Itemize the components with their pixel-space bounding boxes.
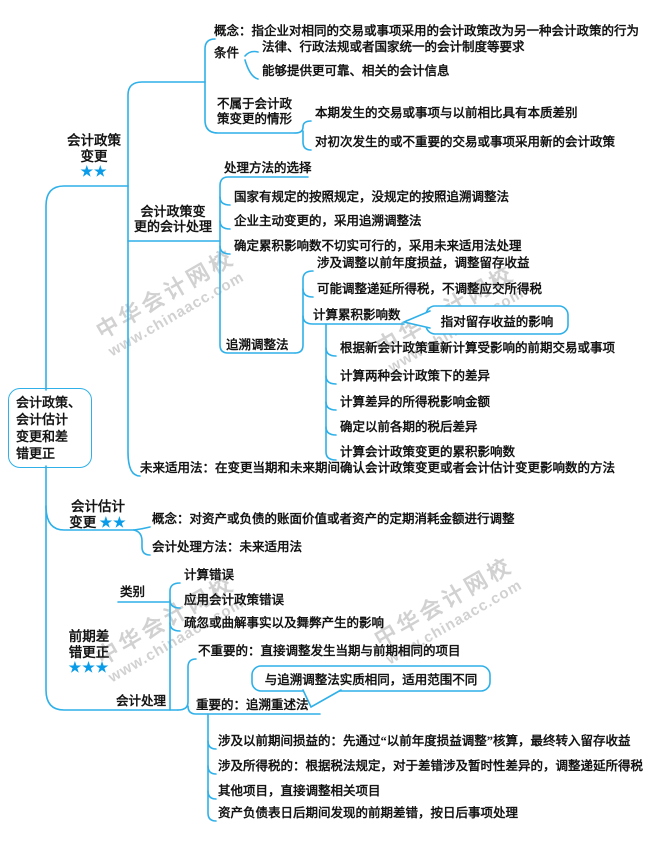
category-2-stub	[169, 599, 181, 609]
policy-condition-1: 法律、行政法规或者国家统一的会计制度等要求	[262, 39, 525, 54]
estimate-treatment: 会计处理方法：未来适用法	[152, 539, 303, 554]
retro-step-3-stub	[325, 401, 337, 411]
method-choice-2: 企业主动变更的，采用追溯调整法	[234, 213, 422, 228]
estimate-branch-connector	[45, 505, 135, 531]
error-major-1: 涉及以前期间损益的：先通过“以前年度损益调整”核算，最终转入留存收益	[218, 733, 631, 748]
error-category-2: 应用会计政策错误	[184, 592, 285, 607]
estimate-treatment-stub	[133, 529, 151, 556]
error-major-4: 资产负债表日后期间发现的前期差错，按日后事项处理	[218, 805, 519, 820]
error-major: 重要的：追溯重述法	[196, 697, 309, 712]
estimate-concept-stub	[133, 526, 151, 531]
retro-2-stub	[302, 288, 314, 298]
policy-stars: ★★	[80, 165, 108, 180]
excluded-stub	[204, 81, 296, 134]
retro-step-1: 根据新会计政策重新计算受影响的前期交易或事项	[340, 340, 616, 355]
estimate-concept: 概念：对资产或负债的账面价值或者资产的定期消耗金额进行调整	[152, 511, 515, 526]
retro-steps-trunk	[325, 323, 337, 461]
branch-estimate-label: 会计估计 变更 ★★	[69, 499, 127, 531]
method-2-stub	[219, 220, 231, 230]
minor-stub	[177, 658, 197, 711]
category-3-stub	[169, 622, 181, 632]
root-node: 会计政策、 会计估计 变更和差 错更正	[8, 388, 92, 468]
error-minor: 不重要的：直接调整发生当期与前期相同的项目	[198, 643, 461, 658]
method-choice-label: 处理方法的选择	[224, 160, 312, 175]
retro-note-tail	[401, 310, 431, 329]
branch-policy-label: 会计政策 变更 ★★	[58, 133, 130, 181]
excluded-1-stub	[294, 120, 312, 134]
major-1-stub	[207, 740, 217, 750]
retro-3-underline	[302, 315, 405, 325]
root-line: 会计政策、	[16, 395, 82, 410]
major-trunk	[207, 713, 217, 822]
error-major-3: 其他项目，直接调整相关项目	[218, 783, 381, 798]
major-note-tail	[302, 689, 342, 709]
error-stars: ★★★	[68, 661, 110, 676]
error-treatment-label: 会计处理	[116, 693, 167, 708]
estimate-stars: ★★	[99, 516, 127, 531]
retro-3: 计算累积影响数	[313, 307, 401, 322]
retro-1: 涉及调整以前年度损益，调整留存收益	[317, 255, 530, 270]
retro-step-3: 计算差异的所得税影响金额	[340, 394, 491, 409]
method-choice-3: 确定累积影响数不切实可行的，采用未来适用法处理	[234, 238, 522, 253]
method-choice-1: 国家有规定的按照规定，没规定的按照追溯调整法	[234, 189, 510, 204]
retro-note: 指对留存收益的影响	[440, 314, 554, 329]
retro-label: 追溯调整法	[226, 337, 289, 352]
error-category-label: 类别	[120, 584, 146, 599]
error-category-3: 疏忽或曲解事实以及舞弊产生的影响	[184, 615, 385, 630]
policy-excluded-2: 对初次发生的或不重要的交易或事项采用新的会计政策	[315, 134, 616, 149]
root-line: 错更正	[16, 446, 56, 461]
policy-condition-2: 能够提供更可靠、相关的会计信息	[262, 63, 450, 78]
policy-excluded-label-1: 不属于会计政	[217, 96, 293, 111]
major-underline	[187, 705, 321, 715]
major-3-stub	[207, 790, 217, 800]
error-major-2: 涉及所得税的：根据税法规定，对于差错涉及暂时性差异的，调整递延所得税	[218, 758, 644, 773]
condition-2-stub	[244, 59, 259, 80]
error-major-note: 与追溯调整法实质相同，适用范围不同	[264, 673, 478, 687]
retro-step-4: 确定以前各期的税后差异	[340, 419, 478, 434]
retro-step-1-stub	[325, 347, 337, 357]
concept-stub	[204, 38, 216, 83]
policy-excluded-label-2: 策变更的情形	[217, 111, 293, 126]
spine-bottom-connector	[45, 465, 179, 711]
policy-excluded-1: 本期发生的交易或事项与以前相比具有本质差别	[315, 105, 578, 120]
policy-condition-label: 条件	[214, 45, 240, 60]
condition-1-stub	[244, 50, 259, 57]
policy-treatment-label: 会计政策变 更的会计处理	[133, 204, 212, 234]
policy-trunk-up	[127, 81, 206, 187]
branch-error-label: 前期差 错更正 ★★★	[58, 629, 120, 677]
method-1-stub	[219, 196, 231, 206]
error-category-1: 计算错误	[184, 567, 235, 582]
category-trunk	[169, 582, 181, 711]
policy-trunk	[127, 185, 141, 477]
retro-step-2-stub	[325, 375, 337, 385]
retro-trunk-up	[294, 270, 314, 354]
retro-step-5: 计算会计政策变更的累积影响数	[340, 444, 516, 459]
root-line: 变更和差	[16, 429, 69, 444]
method-3-stub	[219, 245, 231, 255]
excluded-2-stub	[302, 130, 312, 151]
retro-step-4-stub	[325, 426, 337, 436]
policy-concept: 概念：指企业对相同的交易或事项采用的会计政策改为另一种会计政策的行为	[214, 23, 640, 38]
retro-2: 可能调整递延所得税，不调整应交所得税	[317, 281, 543, 296]
major-2-stub	[207, 765, 217, 775]
retro-step-2: 计算两种会计政策下的差异	[340, 368, 491, 383]
treatment-trunk	[219, 176, 309, 354]
spine-top-connector	[45, 185, 129, 391]
future-method: 未来适用法：在变更当期和未来期间确认会计政策变更或者会计估计变更影响数的方法	[140, 460, 616, 475]
root-line: 会计估计	[16, 412, 69, 427]
major-note-box	[251, 665, 491, 692]
